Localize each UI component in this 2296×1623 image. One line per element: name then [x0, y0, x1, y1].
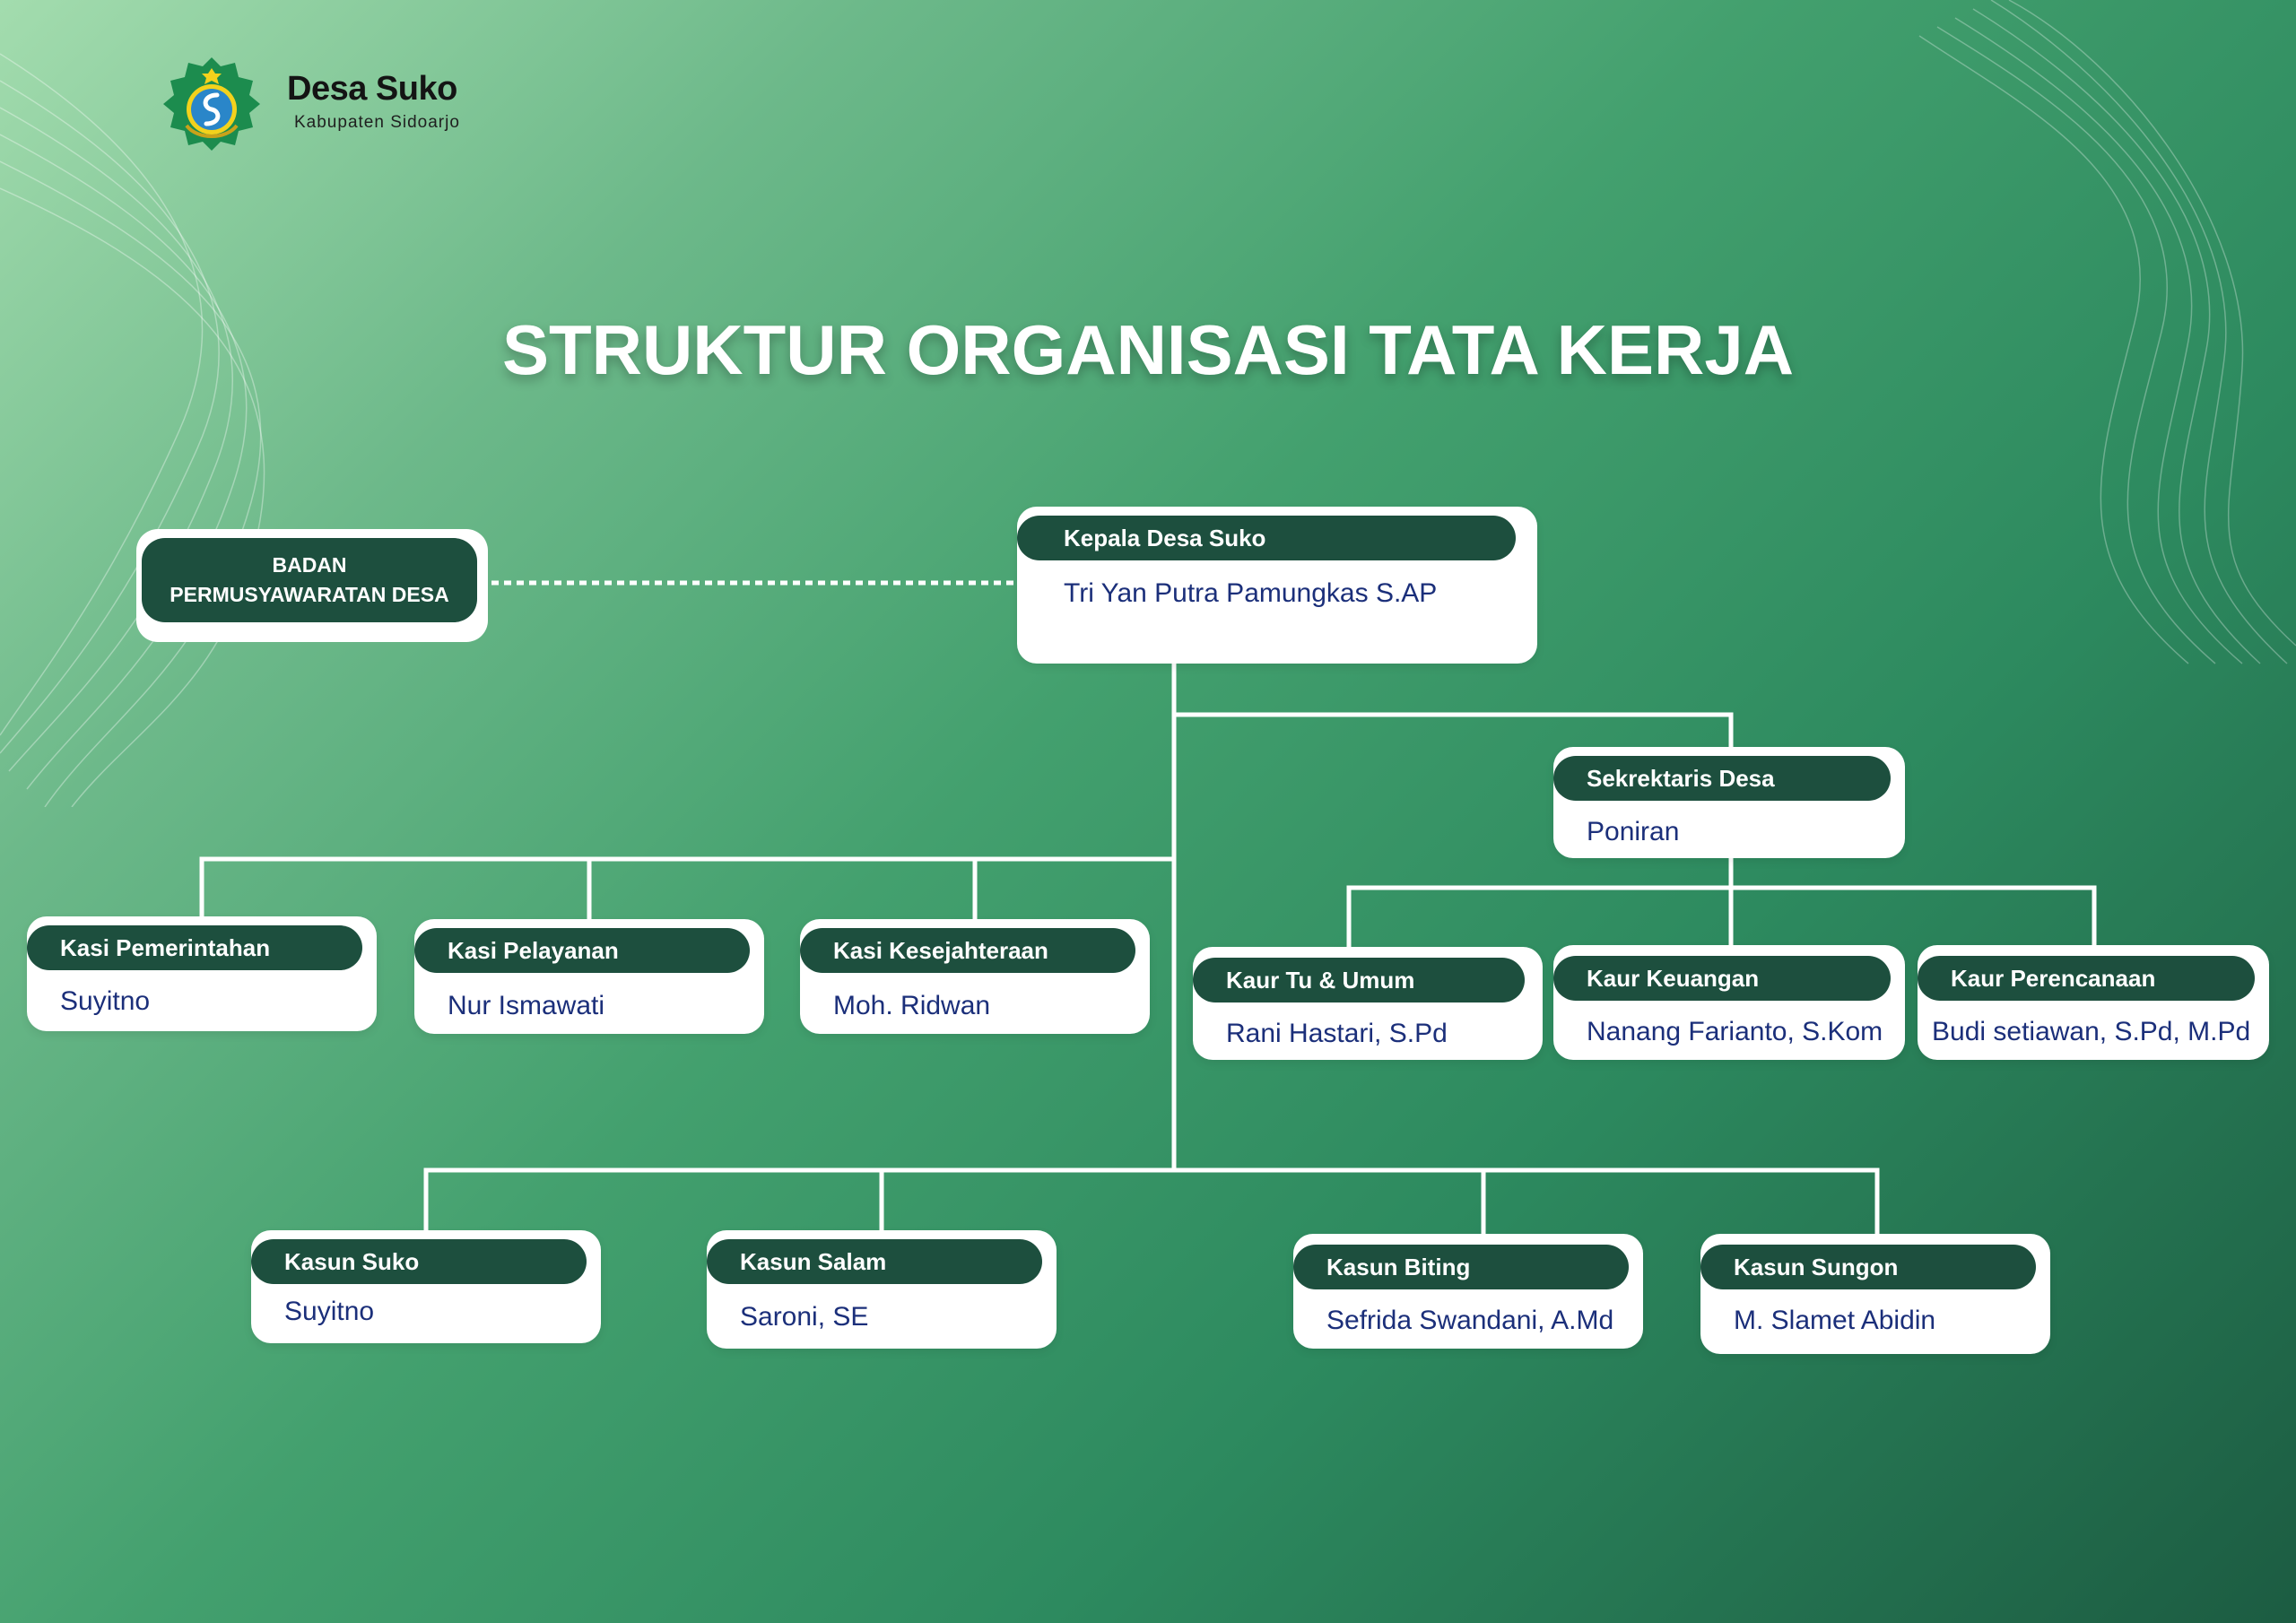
node-kasi-kesejahteraan: Kasi Kesejahteraan Moh. Ridwan [800, 919, 1150, 1034]
sidoarjo-emblem-icon [163, 57, 260, 151]
node-sekretaris-desa: Sekrektaris Desa [1553, 747, 1905, 858]
node-kaur-keuangan-role: Kaur Keuangan [1553, 956, 1891, 1001]
bpd-line1: BADAN [272, 553, 347, 577]
node-kasun-sungon-name: M. Slamet Abidin [1734, 1306, 1936, 1335]
node-kasun-suko-role: Kasun Suko [251, 1239, 587, 1284]
node-kasun-salam: Kasun Salam Saroni, SE [707, 1230, 1057, 1349]
node-kaur-perencanaan: Kaur Perencanaan Budi setiawan, S.Pd, M.… [1918, 945, 2269, 1060]
node-kasi-pemerintahan: Kasi Pemerintahan Suyitno [27, 916, 377, 1031]
bpd-box: BADAN PERMUSYAWARATAN DESA [136, 529, 488, 642]
page-title: STRUKTUR ORGANISASI TATA KERJA [501, 310, 1795, 389]
node-kasi-kesejahteraan-name: Moh. Ridwan [833, 991, 991, 1020]
node-kasun-biting-name: Sefrida Swandani, A.Md [1326, 1306, 1614, 1335]
node-kasun-biting: Kasun Biting Sefrida Swandani, A.Md [1293, 1234, 1643, 1349]
node-kasun-suko-name: Suyitno [284, 1297, 375, 1326]
node-kepala-desa: Kepala Desa Suko Tri Yan Putra Pamungkas… [1017, 507, 1537, 664]
node-kepala-desa-role: Kepala Desa Suko [1017, 516, 1516, 560]
kasun-bus-line [423, 1167, 1880, 1234]
node-kasun-salam-name: Saroni, SE [740, 1302, 869, 1332]
node-kasun-salam-role: Kasun Salam [707, 1239, 1042, 1284]
node-kaur-keuangan: Kaur Keuangan Nanang Farianto, S.Kom [1553, 945, 1905, 1060]
kaur-bus-line [1346, 885, 2097, 947]
node-kasun-suko: Kasun Suko Suyitno [251, 1230, 601, 1343]
wave-decoration-left [0, 53, 265, 807]
node-kasi-pelayanan-role: Kasi Pelayanan [414, 928, 750, 973]
node-kasi-pelayanan-name: Nur Ismawati [448, 991, 605, 1020]
node-sekretaris-name: Poniran [1587, 817, 1680, 846]
bpd-label: BADAN PERMUSYAWARATAN DESA [142, 538, 477, 622]
node-kaur-tu-name: Rani Hastari, S.Pd [1226, 1019, 1448, 1048]
node-kasun-sungon: Kasun Sungon M. Slamet Abidin [1700, 1234, 2050, 1354]
brand-name: Desa Suko [287, 70, 457, 108]
node-sekretaris-role: Sekrektaris Desa [1553, 756, 1891, 801]
brand-subtitle: Kabupaten Sidoarjo [294, 113, 460, 132]
node-kasi-pemerintahan-name: Suyitno [60, 986, 151, 1016]
node-kasi-kesejahteraan-role: Kasi Kesejahteraan [800, 928, 1135, 973]
node-kaur-keuangan-name: Nanang Farianto, S.Kom [1587, 1017, 1883, 1046]
node-kasun-biting-role: Kasun Biting [1293, 1245, 1629, 1289]
node-kaur-tu-umum: Kaur Tu & Umum Rani Hastari, S.Pd [1193, 947, 1543, 1060]
bpd-line2: PERMUSYAWARATAN DESA [170, 583, 449, 606]
sekretaris-link [1174, 712, 1734, 747]
node-kepala-desa-name: Tri Yan Putra Pamungkas S.AP [1064, 578, 1438, 608]
node-kasi-pelayanan: Kasi Pelayanan Nur Ismawati [414, 919, 764, 1034]
node-kasi-pemerintahan-role: Kasi Pemerintahan [27, 925, 362, 970]
node-kaur-perencanaan-name: Budi setiawan, S.Pd, M.Pd [1932, 1017, 2251, 1046]
kasi-bus-line [199, 856, 1174, 916]
node-kaur-tu-role: Kaur Tu & Umum [1193, 958, 1525, 1002]
node-kasun-sungon-role: Kasun Sungon [1700, 1245, 2036, 1289]
node-kaur-perencanaan-role: Kaur Perencanaan [1918, 956, 2255, 1001]
